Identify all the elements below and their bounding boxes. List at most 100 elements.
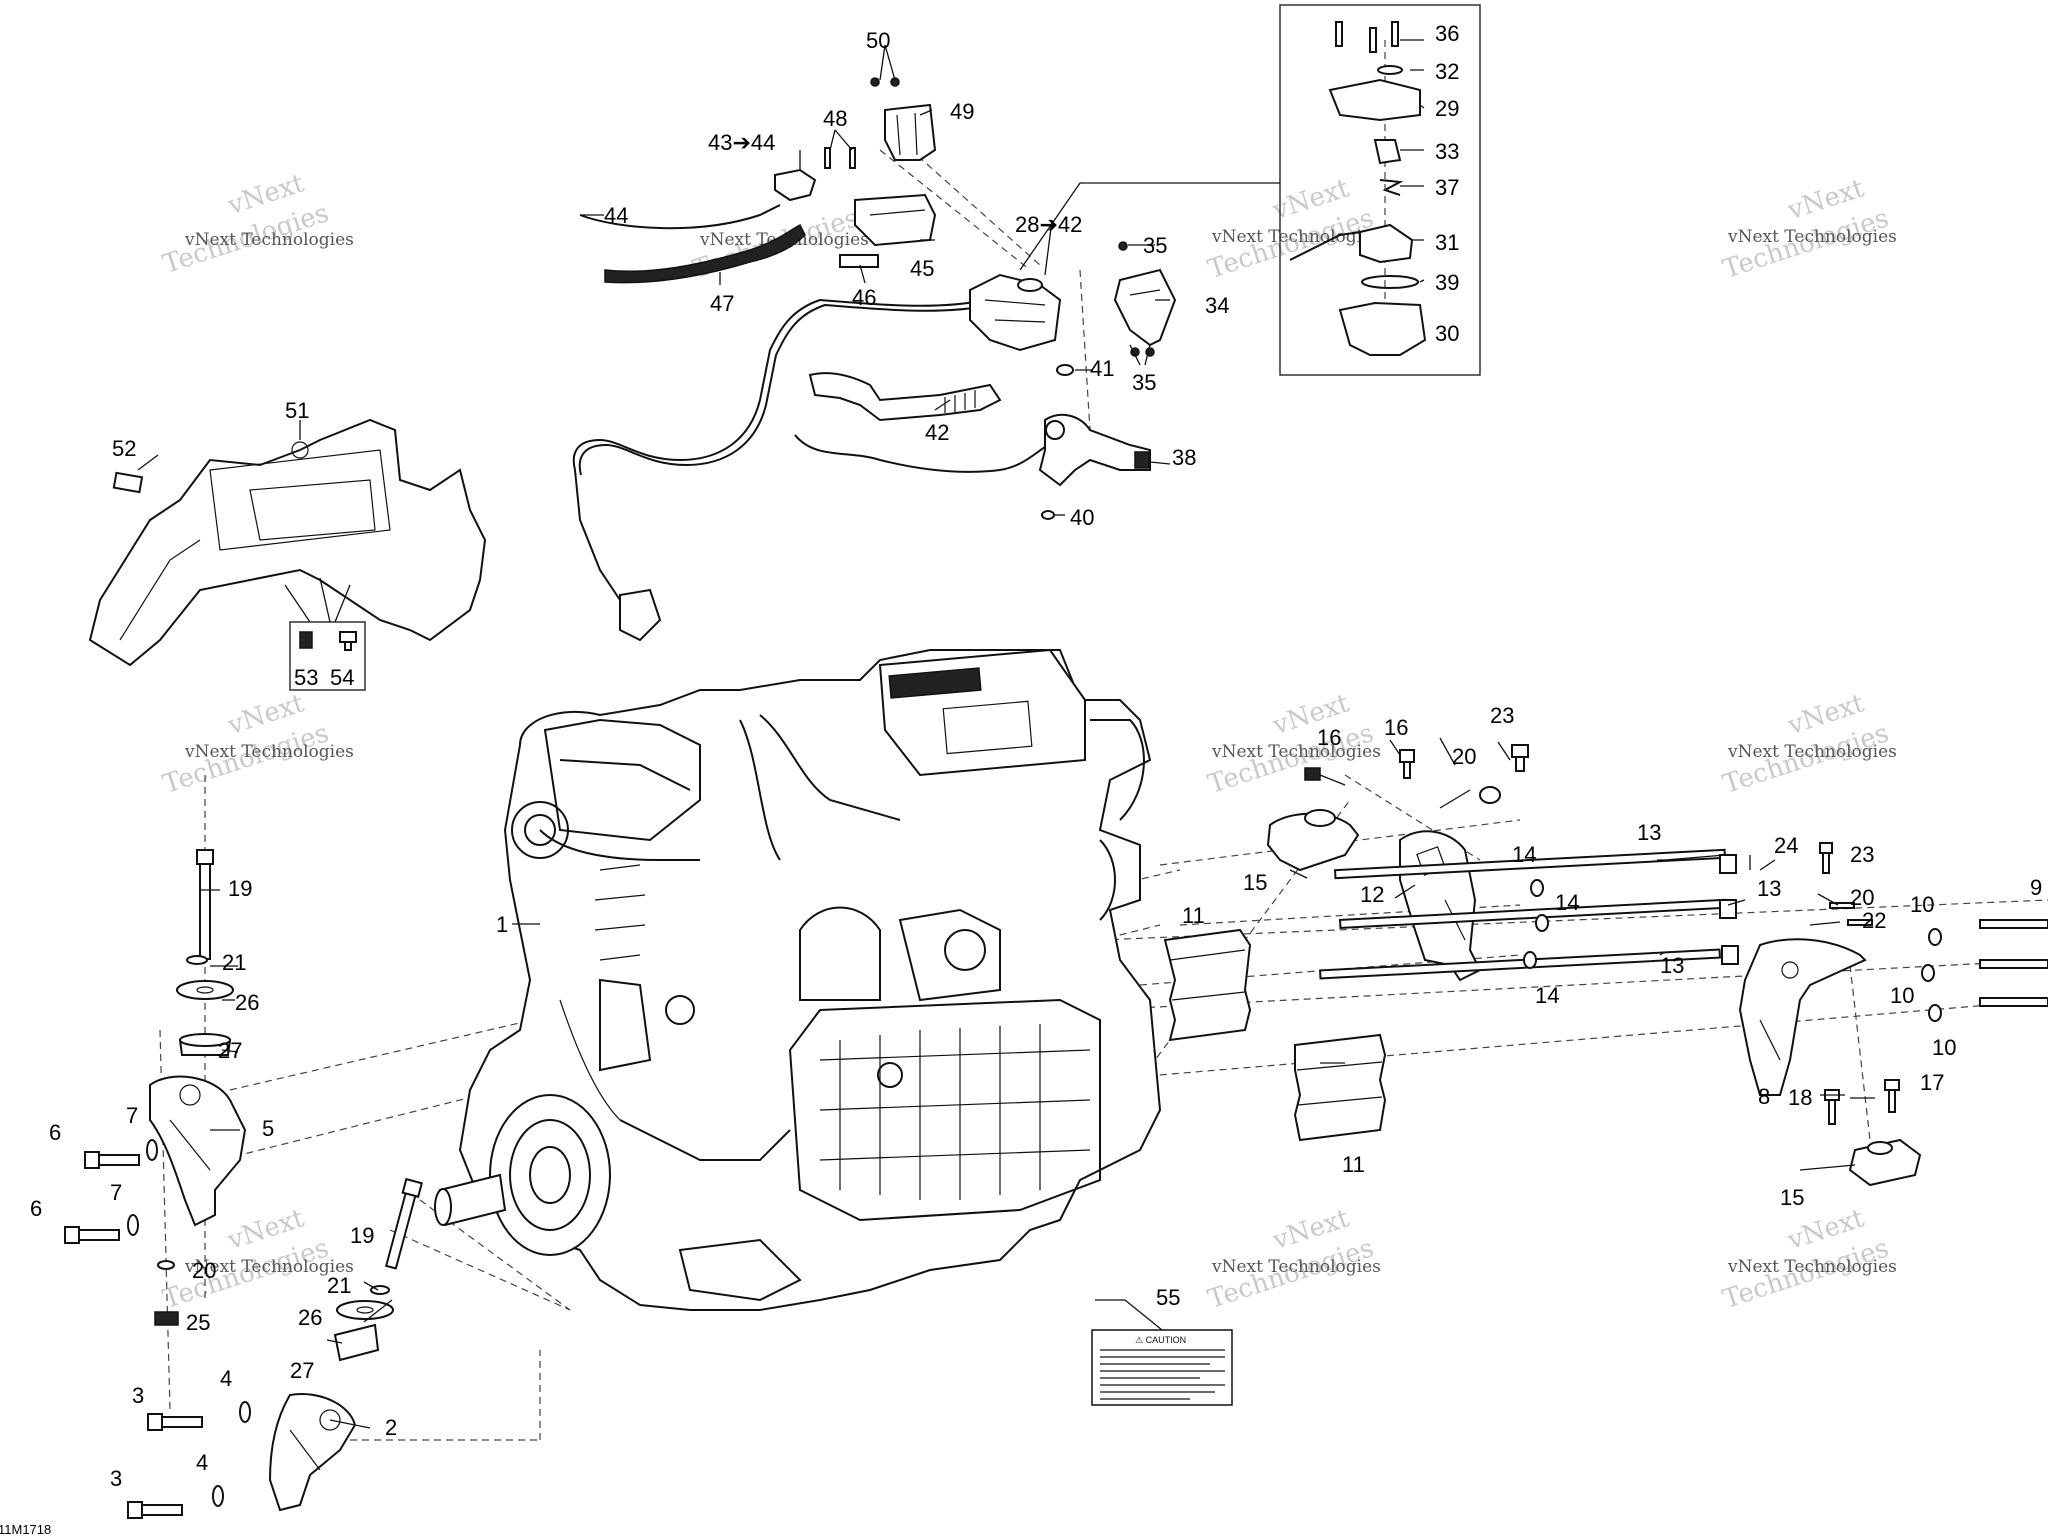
engine-assembly[interactable] bbox=[434, 648, 1162, 1311]
rear-bracket[interactable] bbox=[1738, 938, 1867, 1096]
watermark: vNext Technologies bbox=[159, 168, 332, 280]
watermark-line: vNext Technologies bbox=[184, 1257, 354, 1277]
callout-2: 2 bbox=[385, 1415, 397, 1440]
callout-15: 15 bbox=[1780, 1185, 1804, 1210]
callout-11: 11 bbox=[1342, 1152, 1365, 1177]
fasteners-35-41 bbox=[1041, 241, 1155, 520]
engine-mount-right[interactable] bbox=[1399, 830, 1482, 982]
corrugated-tube-47[interactable] bbox=[604, 223, 806, 284]
callout-6: 6 bbox=[30, 1196, 42, 1221]
callout-16: 16 bbox=[1384, 715, 1408, 740]
callout-7: 7 bbox=[110, 1180, 122, 1205]
callout-49: 49 bbox=[950, 99, 974, 124]
small-fasteners-right bbox=[1304, 744, 1900, 1125]
callout-15: 15 bbox=[1243, 870, 1267, 895]
callout-26: 26 bbox=[235, 990, 259, 1015]
rubber-mount-lower[interactable] bbox=[1848, 1138, 1922, 1187]
callout-34: 34 bbox=[1205, 293, 1229, 318]
detail-box-fasteners bbox=[289, 621, 366, 691]
spacer-lower[interactable] bbox=[1293, 1033, 1387, 1142]
watermark-line: vNext Technologies bbox=[1727, 1257, 1897, 1277]
watermark-line: vNext Technologies bbox=[184, 230, 354, 250]
throttle-body[interactable] bbox=[969, 273, 1062, 352]
engine-mount-bracket-lower[interactable] bbox=[268, 1393, 357, 1512]
callout-1: 1 bbox=[496, 912, 508, 937]
throttle-lever[interactable] bbox=[1038, 413, 1151, 487]
callout-30: 30 bbox=[1435, 321, 1459, 346]
watermark-line: vNext Technologies bbox=[1727, 227, 1897, 247]
callout-36: 36 bbox=[1435, 21, 1459, 46]
callout-labels: 1 2 3 3 4 4 5 6 6 7 7 8 9 10 10 10 11 11… bbox=[30, 21, 2042, 1491]
spacer-upper[interactable] bbox=[1163, 928, 1252, 1042]
callout-20: 20 bbox=[192, 1258, 216, 1283]
callout-22: 22 bbox=[1862, 908, 1886, 933]
callout-47: 47 bbox=[710, 291, 734, 316]
rubber-mount-upper[interactable] bbox=[1266, 809, 1360, 872]
callout-48: 48 bbox=[823, 106, 847, 131]
callout-14: 14 bbox=[1512, 842, 1536, 867]
watermark-line: vNext Technologies bbox=[1211, 227, 1381, 247]
engine-mount-bracket-front[interactable] bbox=[149, 1075, 247, 1227]
callout-32: 32 bbox=[1435, 59, 1459, 84]
callout-23: 23 bbox=[1490, 703, 1514, 728]
callout-51: 51 bbox=[285, 398, 309, 423]
callout-45: 45 bbox=[910, 256, 934, 281]
detail-box-throttle-sensor bbox=[1279, 4, 1481, 376]
callout-44: 44 bbox=[604, 203, 628, 228]
long-bolts bbox=[1319, 848, 2048, 1022]
callout-11: 11 bbox=[1182, 903, 1205, 928]
callout-17: 17 bbox=[1920, 1070, 1944, 1095]
callout-50: 50 bbox=[866, 28, 890, 53]
callout-55: 55 bbox=[1156, 1285, 1180, 1310]
cable-harness-lower[interactable] bbox=[794, 434, 1061, 473]
sticker-46[interactable] bbox=[839, 254, 879, 268]
figure-reference-code: 11M1718 bbox=[0, 1522, 51, 1536]
callout-16: 16 bbox=[1317, 725, 1341, 750]
caution-label[interactable]: ⚠ CAUTION bbox=[1091, 1329, 1233, 1406]
wiring-harness[interactable] bbox=[572, 298, 991, 642]
callout-12: 12 bbox=[1360, 882, 1384, 907]
caution-heading: ⚠ CAUTION bbox=[1135, 1335, 1186, 1345]
callout-27: 27 bbox=[290, 1358, 314, 1383]
callout-53: 53 bbox=[294, 665, 318, 690]
callout-41: 41 bbox=[1090, 356, 1114, 381]
watermark-line: vNext Technologies bbox=[184, 742, 354, 762]
callout-20: 20 bbox=[1850, 885, 1874, 910]
callout-10: 10 bbox=[1910, 892, 1934, 917]
screws-48-50 bbox=[824, 77, 900, 169]
callout-21: 21 bbox=[222, 950, 246, 975]
support-bracket-51[interactable] bbox=[88, 418, 487, 667]
callout-7: 7 bbox=[126, 1103, 138, 1128]
throttle-sensor-cover[interactable] bbox=[1113, 268, 1177, 347]
sensor-clip[interactable] bbox=[884, 103, 937, 161]
callout-3: 3 bbox=[132, 1383, 144, 1408]
watermark-line: vNext Technologies bbox=[1211, 1257, 1381, 1277]
callout-46: 46 bbox=[852, 285, 876, 310]
callout-38: 38 bbox=[1172, 445, 1196, 470]
callout-29: 29 bbox=[1435, 96, 1459, 121]
callout-35: 35 bbox=[1132, 370, 1156, 395]
callout-6: 6 bbox=[49, 1120, 61, 1145]
bracket-clip-52[interactable] bbox=[112, 471, 144, 494]
callout-14: 14 bbox=[1535, 983, 1559, 1008]
callout-54: 54 bbox=[330, 665, 354, 690]
callout-19: 19 bbox=[228, 876, 252, 901]
intake-hose[interactable] bbox=[808, 372, 1002, 422]
detail-box-parts bbox=[1289, 21, 1427, 356]
watermark-line: vNext Technologies bbox=[1211, 742, 1381, 762]
callout-39: 39 bbox=[1435, 270, 1459, 295]
watermark-line: vNext Technologies bbox=[1727, 742, 1897, 762]
callout-43-44: 43➔44 bbox=[708, 130, 775, 155]
callout-33: 33 bbox=[1435, 139, 1459, 164]
mount-hardware-stack-center bbox=[333, 1177, 424, 1362]
bracket-sensor-upper[interactable] bbox=[854, 193, 937, 247]
callout-18: 18 bbox=[1788, 1085, 1812, 1110]
callout-10: 10 bbox=[1932, 1035, 1956, 1060]
fasteners-53-54 bbox=[299, 631, 357, 651]
callout-5: 5 bbox=[262, 1116, 274, 1141]
mount-hardware-stack-left bbox=[154, 849, 234, 1326]
callout-35: 35 bbox=[1143, 233, 1167, 258]
callout-28-42: 28➔42 bbox=[1015, 212, 1082, 237]
callout-8: 8 bbox=[1758, 1084, 1770, 1109]
